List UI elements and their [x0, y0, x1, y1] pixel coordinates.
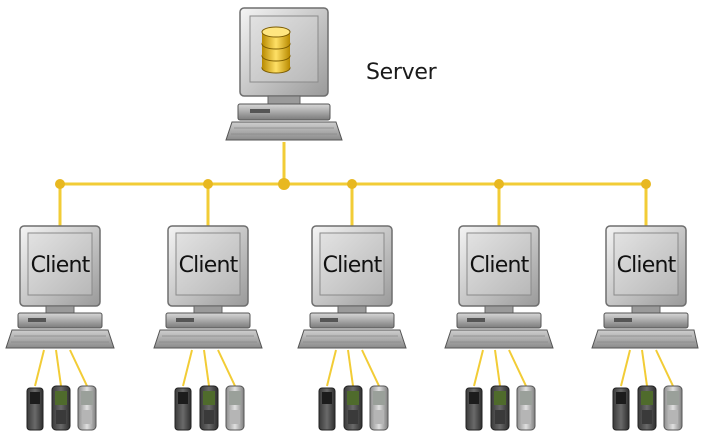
client-screen	[466, 232, 532, 296]
client-computer-icon: Client	[591, 225, 699, 431]
device-links	[182, 349, 236, 387]
network-node	[278, 178, 290, 190]
client-base	[603, 312, 689, 329]
handheld-device-icon	[637, 385, 657, 431]
network-node	[641, 179, 651, 189]
network-node	[494, 179, 504, 189]
client-base	[456, 312, 542, 329]
device-links	[473, 349, 527, 387]
handheld-device-icon	[663, 385, 683, 431]
client-label: Client	[323, 253, 383, 278]
client-neck	[45, 305, 75, 314]
handheld-device-icon	[199, 385, 219, 431]
client-computer-icon: Client	[297, 225, 407, 431]
client-neck	[337, 305, 367, 314]
server-drive-slot	[250, 109, 270, 113]
client-keyboard	[591, 329, 699, 349]
handheld-device-icon	[369, 385, 389, 431]
client-base	[165, 312, 251, 329]
network-node	[203, 179, 213, 189]
handheld-device-icon	[174, 387, 192, 431]
handheld-device-icon	[318, 387, 336, 431]
handheld-device-icon	[612, 387, 630, 431]
client-base	[17, 312, 103, 329]
network-node	[55, 179, 65, 189]
handheld-device-icon	[77, 385, 97, 431]
handheld-device-icon	[465, 387, 483, 431]
network-nodes	[55, 178, 651, 190]
handheld-device-icon	[51, 385, 71, 431]
handheld-device-icon	[490, 385, 510, 431]
client-computer-icon: Client	[444, 225, 554, 431]
handheld-device-icon	[516, 385, 536, 431]
device-links	[34, 349, 88, 387]
client-computer-icon: Client	[153, 225, 263, 431]
handheld-device-icon	[26, 387, 44, 431]
server-label: Server	[366, 60, 437, 85]
server-neck	[267, 95, 301, 105]
client-neck	[484, 305, 514, 314]
client-screen	[319, 232, 385, 296]
server-computer-icon	[225, 7, 343, 141]
client-keyboard	[444, 329, 554, 349]
handheld-device-icon	[343, 385, 363, 431]
client-computer-icon: Client	[5, 225, 115, 431]
server-keyboard	[225, 121, 343, 141]
client-keyboard	[153, 329, 263, 349]
client-label: Client	[617, 253, 677, 278]
network-node	[347, 179, 357, 189]
database-icon	[261, 26, 291, 74]
client-base	[309, 312, 395, 329]
client-keyboard	[297, 329, 407, 349]
client-label: Client	[470, 253, 530, 278]
client-label: Client	[179, 253, 239, 278]
device-links	[620, 349, 674, 387]
client-screen	[175, 232, 241, 296]
server-base	[237, 103, 331, 121]
client-keyboard	[5, 329, 115, 349]
client-label: Client	[31, 253, 91, 278]
device-links	[326, 349, 380, 387]
client-neck	[193, 305, 223, 314]
client-screen	[27, 232, 93, 296]
client-screen	[613, 232, 679, 296]
handheld-device-icon	[225, 385, 245, 431]
client-neck	[631, 305, 661, 314]
